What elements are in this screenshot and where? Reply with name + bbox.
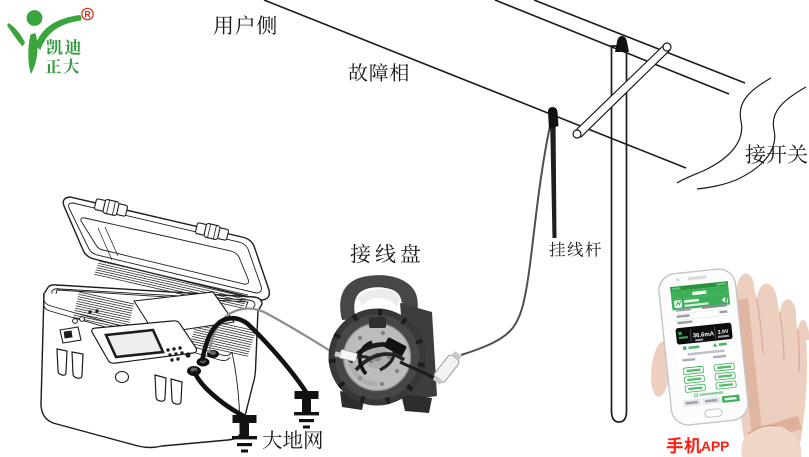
svg-text:3.9V: 3.9V	[717, 329, 729, 336]
svg-text:APP: APP	[701, 439, 729, 454]
svg-text:R: R	[84, 9, 91, 19]
svg-text:36.6mA: 36.6mA	[693, 331, 716, 339]
